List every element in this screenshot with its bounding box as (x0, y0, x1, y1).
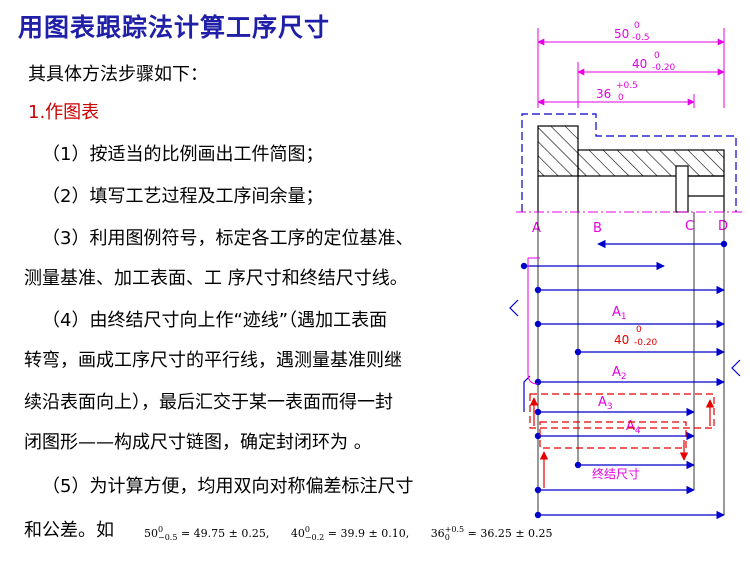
step-3-line-1: （3）利用图例符号，标定各工序的定位基准、 (42, 228, 414, 249)
dim-36-lower: 0 (618, 93, 624, 103)
dim-50-lower: -0.5 (632, 33, 650, 43)
dim-50-upper: 0 (634, 21, 640, 31)
step-5-line-2: 和公差。如 (24, 520, 114, 541)
dim-40b-upper: 0 (636, 325, 642, 335)
a3-label: A3 (598, 395, 613, 412)
surface-a: A (532, 221, 541, 236)
dim-40b-lower: -0.20 (634, 338, 658, 348)
dim-50-base: 50 (614, 27, 629, 41)
step-3-line-2: 测量基准、加工表面、工 序尺寸和终结尺寸线。 (24, 268, 408, 289)
surface-c: C (685, 219, 694, 234)
stock-outline (521, 113, 737, 212)
step-2: （2）填写工艺过程及工序间余量； (42, 186, 324, 207)
dim-40-lower: -0.20 (652, 63, 676, 73)
section-heading: 1.作图表 (28, 102, 100, 123)
top-dimensions (537, 28, 725, 108)
a1-label: A1 (612, 305, 627, 322)
formula-50: 500−0.5 = 49.75 ± 0.25, (144, 525, 270, 542)
dim-40-base: 40 (632, 57, 647, 71)
a2-label: A2 (612, 365, 627, 382)
intro-text: 其具体方法步骤如下： (28, 64, 208, 85)
step-4-line-1: （4）由终结尺寸向上作“迹线”（遇加工表面 (42, 310, 388, 331)
final-dimension-label: 终结尺寸 (592, 466, 640, 481)
formula-40: 400−0.2 = 39.9 ± 0.10, (290, 525, 410, 542)
step-4-line-3: 续沿表面向上），最后汇交于某一表面而得一封 (24, 392, 393, 413)
process-dimensions (520, 239, 728, 520)
step-4-line-2: 转弯，画成工序尺寸的平行线，遇测量基准则继 (24, 350, 402, 371)
dim-40b-base: 40 (614, 333, 629, 347)
tolerance-formulas: 500−0.5 = 49.75 ± 0.25, 400−0.2 = 39.9 ±… (144, 526, 571, 542)
page-title: 用图表跟踪法计算工序尺寸 (18, 13, 331, 42)
step-5-line-1: （5）为计算方便，均用双向对称偏差标注尺寸 (42, 476, 414, 497)
step-1: （1）按适当的比例画出工件简图； (42, 144, 324, 165)
a4-label: A4 (626, 419, 641, 436)
dim-36-upper: +0.5 (616, 81, 638, 91)
workpiece (537, 125, 725, 213)
step-4-line-4: 闭图形——构成尺寸链图，确定封闭环为 。 (24, 432, 372, 453)
dim-36-base: 36 (596, 87, 611, 101)
closed-loop-chain (529, 393, 715, 449)
surface-b: B (593, 221, 602, 236)
dim-40-upper: 0 (654, 51, 660, 61)
trace-lines (537, 212, 725, 515)
surface-d: D (718, 219, 728, 234)
